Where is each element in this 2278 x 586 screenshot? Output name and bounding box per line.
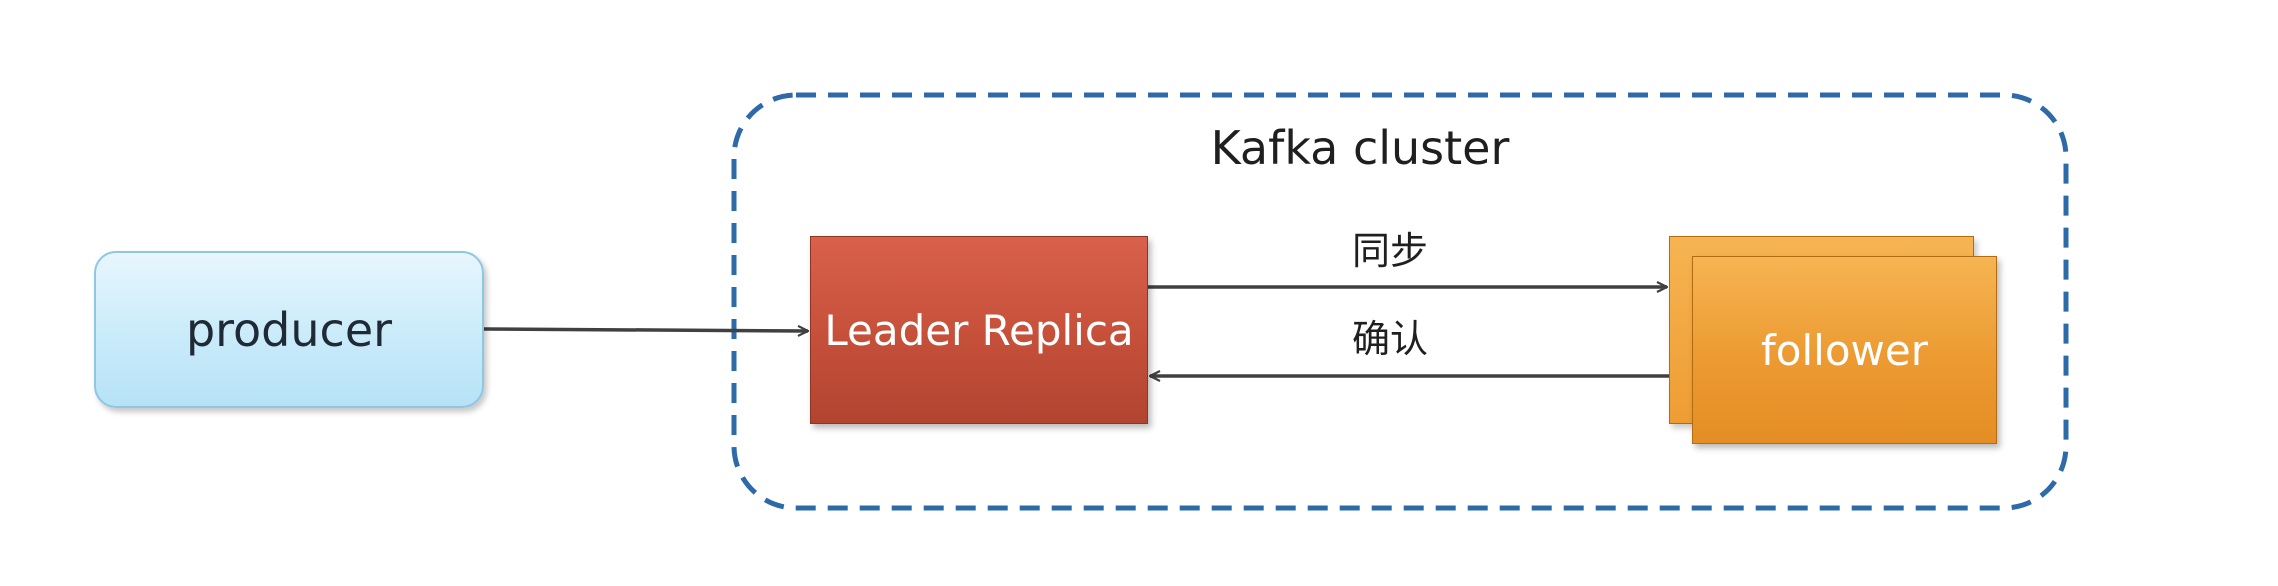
producer-label: producer	[185, 302, 393, 357]
producer-to-leader-arrow	[483, 329, 808, 331]
kafka-cluster-boundary	[731, 92, 2069, 511]
ack-label: 确认	[1351, 317, 1428, 361]
follower-label: follower	[1761, 325, 1928, 375]
leader-replica-node: Leader Replica	[810, 236, 1148, 424]
cluster-title: Kafka cluster	[1210, 121, 1510, 175]
producer-node: producer	[94, 251, 484, 408]
leader-replica-label: Leader Replica	[824, 305, 1134, 355]
follower-node: follower	[1692, 256, 1997, 444]
sync-label: 同步	[1351, 229, 1428, 273]
